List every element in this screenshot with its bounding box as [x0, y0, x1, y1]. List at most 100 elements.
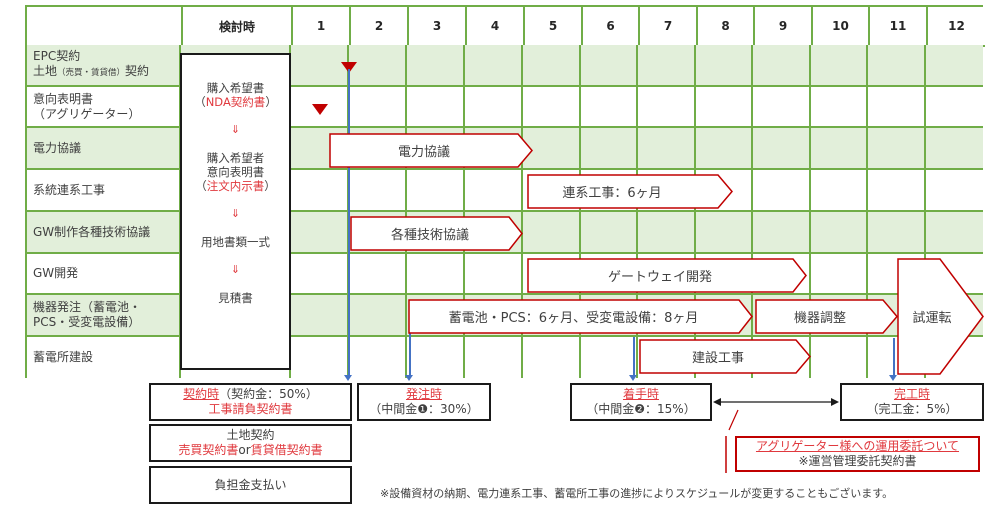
grid-connection-bar: 連系工事：6ヶ月	[527, 174, 733, 209]
grid-connection-label: 連系工事：6ヶ月	[562, 186, 662, 201]
order-payment-title: 発注時	[405, 387, 442, 401]
burden-payment-label: 負担金支払い	[214, 477, 287, 492]
planning-nda: （NDA契約書）	[194, 95, 277, 109]
schedule-cell	[696, 128, 753, 170]
tech-consult-bar: 各種技術協議	[350, 216, 523, 251]
aggregator-delegation-box: アグリゲーター様への運用委託ついて ※運営管理委託契約書	[735, 436, 980, 472]
header-month-2: 2	[351, 7, 409, 47]
start-payment-title: 着手時	[622, 387, 659, 401]
power-consult-bar: 電力協議	[329, 133, 533, 168]
row-label-intent-line1: 意向表明書	[33, 91, 94, 106]
epc-contract-marker-icon	[341, 62, 357, 73]
schedule-cell	[349, 170, 407, 212]
schedule-cell	[349, 337, 407, 378]
complete-payment-detail: （完工金：5%）	[866, 402, 958, 416]
order-payment-detail: （中間金❶：30%）	[369, 402, 479, 416]
row-label-equipment-line1: 機器発注（蓄電池・	[33, 300, 142, 314]
schedule-cell	[868, 87, 926, 128]
row-label-grid-text: 系統連系工事	[33, 182, 106, 197]
start-payment-box: 着手時 （中間金❷：15%）	[570, 383, 712, 421]
schedule-cell	[753, 128, 811, 170]
schedule-cell	[811, 128, 868, 170]
start-milestone-line	[630, 337, 636, 381]
contract-payment-line1: 契約時（契約金：50%）	[183, 387, 318, 401]
row-label-epc-line2: 土地（売買・賃貸借）契約	[33, 64, 150, 78]
planning-documents-box: 購入希望書 （NDA契約書） ⇓ 購入希望者 意向表明書 （注文内示書） ⇓ 用…	[180, 53, 291, 370]
schedule-cell	[407, 170, 465, 212]
land-contract-title: 土地契約	[226, 428, 275, 442]
schedule-cell	[868, 128, 926, 170]
header-month-4: 4	[467, 7, 525, 47]
schedule-cell	[926, 45, 983, 87]
construction-label: 建設工事	[691, 351, 744, 366]
schedule-cell	[753, 45, 811, 87]
header-month-5: 5	[525, 7, 583, 47]
header-month-8: 8	[698, 7, 755, 47]
schedule-cell	[638, 128, 696, 170]
planning-estimate: 見積書	[218, 291, 253, 305]
schedule-cell	[349, 295, 407, 337]
equipment-order-label: 蓄電池・PCS：6ヶ月、受変電設備：8ヶ月	[448, 311, 699, 326]
row-label-power: 電力協議	[27, 128, 181, 170]
schedule-cell	[349, 45, 407, 87]
schedule-cell	[465, 254, 523, 295]
schedule-cell	[581, 45, 638, 87]
schedule-cell	[523, 87, 581, 128]
schedule-cell	[696, 45, 753, 87]
down-arrow-icon: ⇓	[230, 207, 241, 220]
row-label-gw-tech-text: GW制作各種技術協議	[33, 224, 151, 239]
contract-milestone-line	[345, 69, 351, 381]
row-label-epc: EPC契約 土地（売買・賃貸借）契約	[27, 45, 181, 87]
schedule-cell	[638, 212, 696, 254]
row-label-equipment-line2: PCS・受変電設備）	[33, 315, 141, 329]
schedule-cell	[407, 337, 465, 378]
schedule-cell	[465, 337, 523, 378]
contract-document: 工事請負契約書	[208, 402, 293, 416]
power-consult-label: 電力協議	[397, 145, 450, 160]
order-milestone-line	[406, 333, 412, 381]
row-label-gw-dev-text: GW開発	[33, 266, 79, 280]
schedule-cell	[638, 87, 696, 128]
intent-letter-marker-icon	[312, 104, 328, 115]
construction-bar: 建設工事	[639, 339, 811, 374]
schedule-cell	[465, 45, 523, 87]
schedule-cell	[811, 170, 868, 212]
schedule-cell	[811, 254, 868, 295]
schedule-cell	[753, 212, 811, 254]
down-arrow-icon: ⇓	[230, 263, 241, 276]
schedule-cell	[581, 212, 638, 254]
tech-consult-label: 各種技術協議	[390, 228, 469, 243]
planning-intent-letter: 意向表明書	[206, 165, 265, 179]
schedule-cell	[696, 87, 753, 128]
start-payment-detail: （中間金❷：15%）	[586, 402, 696, 416]
schedule-cell	[811, 212, 868, 254]
schedule-cell	[926, 87, 983, 128]
complete-milestone-line	[890, 338, 896, 381]
row-label-construction-text: 蓄電所建設	[33, 350, 94, 364]
schedule-cell	[291, 337, 349, 378]
schedule-cell	[581, 87, 638, 128]
schedule-cell	[868, 170, 926, 212]
schedule-cell	[523, 337, 581, 378]
burden-payment-box: 負担金支払い	[149, 466, 352, 504]
schedule-cell	[581, 128, 638, 170]
order-payment-box: 発注時 （中間金❶：30%）	[357, 383, 491, 421]
schedule-cell	[696, 212, 753, 254]
schedule-cell	[926, 170, 983, 212]
header-blank	[27, 7, 183, 47]
aggregator-title: アグリゲーター様への運用委託ついて	[755, 439, 960, 453]
schedule-cell	[349, 254, 407, 295]
aggregator-document: ※運営管理委託契約書	[798, 454, 917, 468]
header-month-10: 10	[813, 7, 870, 47]
row-label-epc-line1: EPC契約	[33, 49, 81, 63]
row-label-intent-line2: （アグリゲーター）	[33, 106, 141, 121]
schedule-cell	[638, 45, 696, 87]
down-arrow-icon: ⇓	[230, 123, 241, 136]
equipment-adjust-label: 機器調整	[793, 311, 846, 326]
schedule-cell	[811, 87, 868, 128]
schedule-cell	[407, 45, 465, 87]
schedule-cell	[349, 87, 407, 128]
gateway-dev-label: ゲートウェイ開発	[607, 270, 712, 285]
schedule-cell	[753, 87, 811, 128]
